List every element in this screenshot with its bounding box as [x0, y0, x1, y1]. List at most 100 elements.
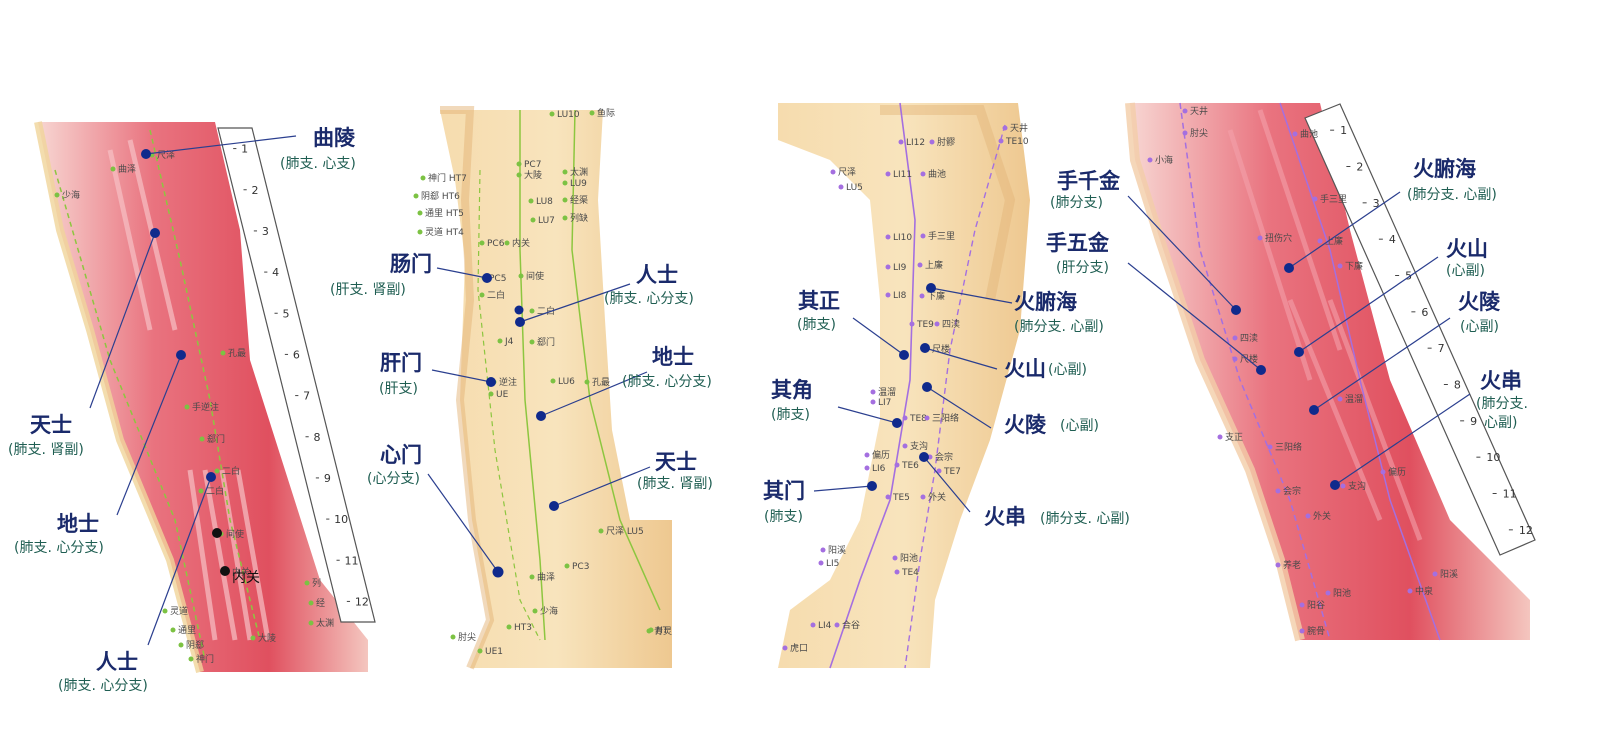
point-renshi-2b[interactable] — [515, 317, 525, 327]
point-huochuan-3[interactable] — [919, 452, 929, 462]
anatomy-point — [110, 166, 116, 172]
ruler-number: 8 — [1454, 379, 1461, 392]
anatomy-label: PC5 — [489, 274, 506, 284]
anatomy-label: 下廉 — [927, 290, 945, 302]
anatomy-label: 腕骨 — [1307, 625, 1325, 637]
anatomy-label: 少海 — [540, 605, 558, 617]
anatomy-point — [199, 436, 205, 442]
meridian-line-4b — [1279, 102, 1441, 641]
sublabel-dishi-2: (肺支. 心分支) — [622, 374, 712, 390]
anatomy-point — [506, 624, 512, 630]
ruler-number: 5 — [283, 307, 290, 320]
point-tianshi-1[interactable] — [150, 228, 160, 238]
anatomy-label: TE8 — [909, 414, 927, 424]
anatomy-label: 郄门 — [207, 433, 225, 445]
point-huoshan-3[interactable] — [920, 343, 930, 353]
anatomy-point — [894, 569, 900, 575]
anatomy-label: 少海 — [62, 189, 80, 201]
point-dishi-1[interactable] — [176, 350, 186, 360]
anatomy-point — [1337, 396, 1343, 402]
anatomy-label: 太渊 — [316, 617, 334, 629]
point-huoling-3[interactable] — [922, 382, 932, 392]
sublabel-quling: (肺支. 心支) — [280, 156, 356, 172]
anatomy-label: 四渎 — [1240, 332, 1258, 344]
label-ganmen: 肝门 — [380, 351, 422, 375]
anatomy-point — [1380, 469, 1386, 475]
ruler-number: 9 — [324, 472, 331, 485]
ruler-number: 11 — [1503, 488, 1517, 501]
anatomy-label: 天井 — [1190, 105, 1208, 117]
point-qimen[interactable] — [867, 481, 877, 491]
anatomy-point — [518, 273, 524, 279]
sublabel-shouqianjin: (肺分支) — [1050, 195, 1103, 211]
anatomy-point — [909, 321, 915, 327]
anatomy-point — [417, 229, 423, 235]
anatomy-point — [1002, 125, 1008, 131]
anatomy-label: 孔最 — [228, 348, 246, 359]
point-renshi-1[interactable] — [206, 472, 216, 482]
anatomy-label: 中泉 — [1415, 585, 1433, 597]
point-huoshan-4[interactable] — [1294, 347, 1304, 357]
anatomy-point — [902, 443, 908, 449]
anatomy-point — [54, 192, 60, 198]
point-huofuhai-3[interactable] — [926, 283, 936, 293]
point-quling[interactable] — [141, 149, 151, 159]
anatomy-label: 阳溪 — [1440, 568, 1458, 580]
anatomy-label: LU7 — [538, 216, 555, 226]
sublabel-huoling-3: (心副) — [1060, 418, 1099, 434]
point-huochuan-4[interactable] — [1330, 480, 1340, 490]
point-ganmen[interactable] — [486, 377, 496, 387]
point-shouwujin[interactable] — [1256, 365, 1266, 375]
anatomy-point — [528, 198, 534, 204]
anatomy-point — [810, 622, 816, 628]
anatomy-label: LI10 — [893, 233, 912, 243]
anatomy-label: 二白 — [487, 289, 505, 301]
anatomy-point — [1257, 235, 1263, 241]
point-huoling-4[interactable] — [1309, 405, 1319, 415]
sublabel-changmen: (肝支. 肾副) — [330, 282, 406, 298]
anatomy-label: 曲池 — [1300, 128, 1318, 140]
label-renshi-2: 人士 — [636, 263, 678, 287]
point-shouqianjin[interactable] — [1231, 305, 1241, 315]
anatomy-point — [170, 627, 176, 633]
anatomy-label: 三阳络 — [1275, 441, 1302, 453]
point-xinmen[interactable] — [492, 566, 504, 578]
anatomy-label: LI8 — [893, 291, 907, 301]
point-tianshi-2[interactable] — [549, 501, 559, 511]
anatomy-label: 外关 — [928, 491, 946, 503]
meridian-line-1b — [54, 169, 206, 661]
anatomy-label: 四渎 — [942, 318, 960, 330]
point-qijiao[interactable] — [892, 418, 902, 428]
anatomy-point — [420, 175, 426, 181]
anatomy-label: 内关 — [232, 566, 250, 578]
sublabel-renshi-1: (肺支. 心分支) — [58, 678, 148, 694]
anatomy-label: PC3 — [572, 562, 589, 572]
anatomy-label: 尺泽 — [157, 150, 175, 161]
point-changmen[interactable] — [482, 273, 492, 283]
anatomy-label: LU6 — [558, 377, 575, 387]
anatomy-label: 太渊 — [570, 166, 588, 178]
anatomy-label: 列缺 — [570, 212, 588, 224]
point-dishi-2[interactable] — [536, 411, 546, 421]
anatomy-label: 青灵 — [654, 625, 672, 637]
sublabel-huoshan-4: (心副) — [1446, 263, 1485, 279]
anatomy-point — [479, 240, 485, 246]
anatomy-point — [220, 350, 226, 356]
anatomy-point — [562, 180, 568, 186]
anatomy-point — [308, 600, 314, 606]
anatomy-point — [1305, 513, 1311, 519]
point-jianshi — [212, 528, 222, 538]
anatomy-point — [1299, 628, 1305, 634]
anatomy-point — [782, 645, 788, 651]
anatomy-point — [870, 399, 876, 405]
point-qizheng[interactable] — [899, 350, 909, 360]
point-renshi-2a[interactable] — [514, 305, 524, 315]
ruler-number: 1 — [1340, 124, 1347, 137]
ruler-number: 6 — [1421, 306, 1428, 319]
anatomy-label: TE9 — [916, 320, 934, 330]
anatomy-point — [598, 528, 604, 534]
ruler-number: 4 — [272, 266, 279, 279]
point-huofuhai-4[interactable] — [1284, 263, 1294, 273]
